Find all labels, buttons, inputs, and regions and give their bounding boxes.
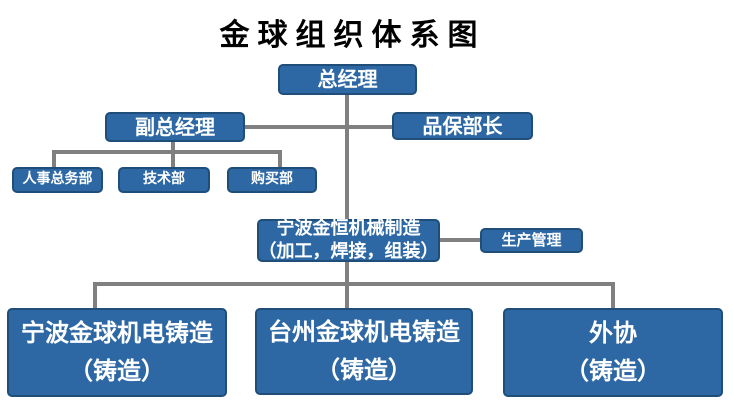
node-ningbo-jinqiu-casting: 宁波金球机电铸造 （铸造） [7, 308, 227, 397]
connector-drop-ningbo-casting [93, 282, 97, 308]
node-label-line2: （铸造） [316, 355, 412, 384]
node-ningbo-jinheng-machinery: 宁波金恒机械制造 （加工，焊接，组装） [257, 218, 440, 262]
node-deputy-general-manager: 副总经理 [105, 112, 245, 142]
connector-gm-main-vertical [345, 95, 349, 219]
node-production-management: 生产管理 [480, 228, 583, 253]
node-label: 总经理 [317, 67, 378, 91]
connector-drop-hr [52, 150, 56, 167]
connector-drop-purchasing [278, 150, 282, 167]
connector-jinheng-production-horizontal [440, 238, 480, 242]
node-label: 人事总务部 [22, 171, 93, 188]
node-label: 品保部长 [422, 113, 503, 138]
node-label-line2: （加工，焊接，组装） [258, 240, 439, 262]
node-label-line1: 宁波金球机电铸造 [21, 319, 213, 348]
node-taizhou-jinqiu-casting: 台州金球机电铸造 （铸造） [255, 308, 473, 395]
connector-dgm-branch-horizontal [52, 150, 282, 154]
connector-drop-outsourcing [611, 282, 615, 308]
node-label: 技术部 [143, 171, 185, 188]
node-quality-assurance-director: 品保部长 [392, 112, 533, 140]
node-label-line1: 外协 [589, 319, 637, 348]
node-label-line1: 台州金球机电铸造 [268, 318, 460, 347]
node-purchasing-dept: 购买部 [227, 167, 317, 193]
node-outsourcing: 外协 （铸造） [503, 308, 723, 397]
connector-dgm-stub-vertical [171, 142, 175, 167]
node-hr-general-affairs-dept: 人事总务部 [12, 167, 103, 193]
node-label: 副总经理 [135, 114, 215, 139]
page-title: 金球组织体系图 [219, 18, 486, 53]
node-label-line1: 宁波金恒机械制造 [276, 218, 421, 239]
node-label-line2: （铸造） [565, 356, 661, 385]
node-label: 生产管理 [501, 231, 562, 250]
node-technical-dept: 技术部 [118, 167, 210, 193]
connector-dgm-qa-horizontal [245, 125, 392, 129]
node-general-manager: 总经理 [278, 64, 417, 95]
node-label: 购买部 [251, 171, 293, 188]
connector-bottom-branch-horizontal [93, 282, 615, 286]
node-label-line2: （铸造） [69, 356, 165, 385]
